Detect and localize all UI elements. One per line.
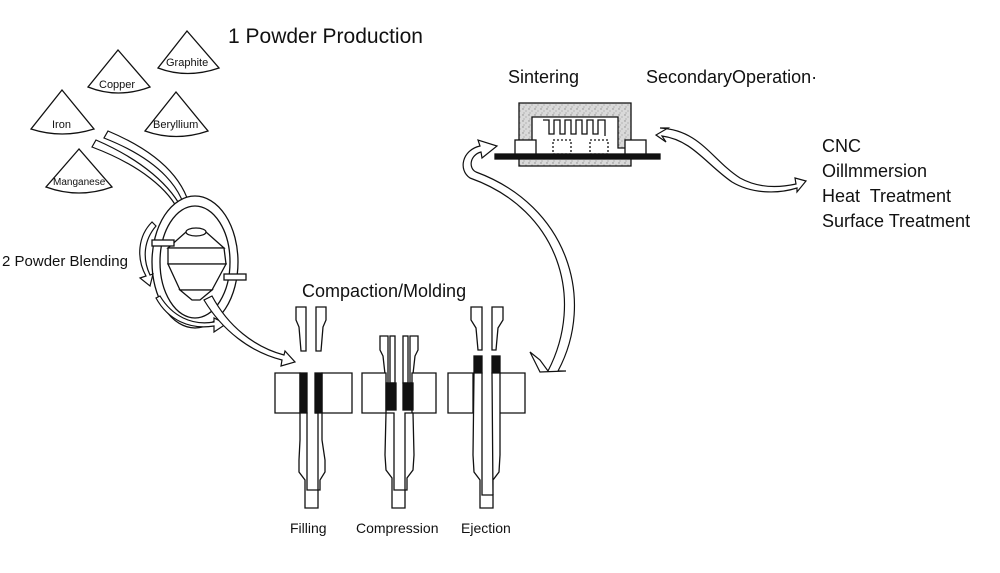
sintering-to-secondary-arrow [654,127,808,194]
powder-pile-copper [86,48,152,94]
powder-pile-beryllium [143,90,210,138]
press-step-filling: Filling [290,520,327,536]
blending-mixer [151,195,247,329]
press-to-sintering-arrow [462,139,576,373]
secondary-op-item: CNC [822,136,861,156]
powder-label-manganese: Manganese [53,177,106,188]
powder-pile-iron [29,88,96,135]
press-step-ejection: Ejection [461,520,511,536]
powder-pile-graphite [156,29,221,75]
secondary-op-item: Heat Treatment [822,186,952,206]
secondary-op-item: Oillmmersion [822,161,928,181]
mixer-to-press-arrow [203,295,297,367]
sintering-label: Sintering [508,67,580,87]
powder-pile-manganese [44,148,114,194]
secondary-op-item: Surface Treatment [822,211,971,231]
press-filling [274,306,353,509]
compaction-label: Compaction/Molding [302,281,467,301]
powder-label-beryllium: Beryllium [153,119,199,131]
diagram-title: 1 Powder Production [228,25,423,48]
secondary-operations-list: CNC Oillmmersion Heat Treatment Surface … [822,134,970,234]
powder-label-copper: Copper [99,79,136,91]
powder-label-iron: Iron [52,119,71,131]
press-ejection [447,306,526,509]
press-compression [361,335,437,509]
press-step-compression: Compression [356,520,439,536]
secondary-operation-label: SecondaryOperation· [646,67,818,87]
blending-label: 2 Powder Blending [2,253,128,270]
powder-label-graphite: Graphite [166,57,209,69]
sintering-furnace [494,102,661,167]
